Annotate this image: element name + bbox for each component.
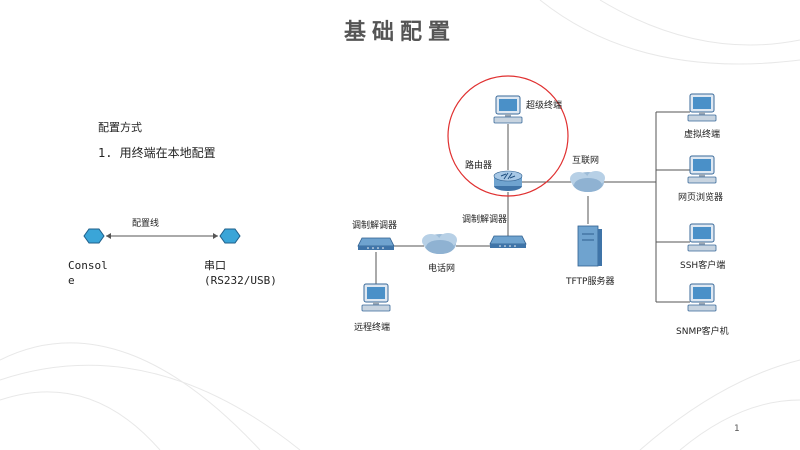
serial-port-label: 串口 (RS232/USB) — [204, 259, 277, 287]
highlight-circle — [447, 75, 569, 197]
web-browser-pc-icon — [687, 155, 717, 184]
remote-terminal-label: 远程终端 — [354, 321, 390, 333]
internet-label: 互联网 — [572, 155, 599, 166]
super-terminal-label: 超级终端 — [526, 99, 562, 111]
snmp-client-label: SNMP客户机 — [676, 325, 729, 337]
console-connector-icon — [83, 228, 105, 244]
internet-cloud-icon — [570, 171, 605, 192]
modem-left-label: 调制解调器 — [352, 219, 397, 231]
router-label: 路由器 — [465, 159, 492, 171]
serial-connector-icon — [219, 228, 241, 244]
remote-terminal-pc-icon — [361, 283, 391, 312]
web-browser-label: 网页浏览器 — [678, 191, 723, 203]
tftp-server-icon — [577, 225, 602, 267]
config-method-label: 配置方式 — [98, 121, 142, 134]
config-step-text: 1. 用终端在本地配置 — [98, 146, 216, 160]
router-icon — [493, 170, 523, 191]
modem-right-icon — [489, 235, 527, 249]
modem-right-label: 调制解调器 — [462, 213, 507, 225]
phone-network-label: 电话网 — [428, 262, 455, 274]
modem-left-icon — [357, 237, 395, 251]
ssh-client-label: SSH客户端 — [680, 259, 725, 271]
page-number: 1 — [734, 424, 740, 434]
ssh-client-pc-icon — [687, 223, 717, 252]
phone-network-cloud-icon — [422, 233, 457, 254]
virtual-terminal-label: 虚拟终端 — [684, 128, 720, 140]
cable-label: 配置线 — [132, 219, 160, 229]
snmp-client-pc-icon — [687, 283, 717, 312]
virtual-terminal-pc-icon — [687, 93, 717, 122]
console-label: Console — [68, 259, 108, 287]
super-terminal-pc-icon — [493, 95, 523, 124]
tftp-server-label: TFTP服务器 — [565, 275, 614, 287]
page-title: 基础配置 — [343, 19, 456, 45]
